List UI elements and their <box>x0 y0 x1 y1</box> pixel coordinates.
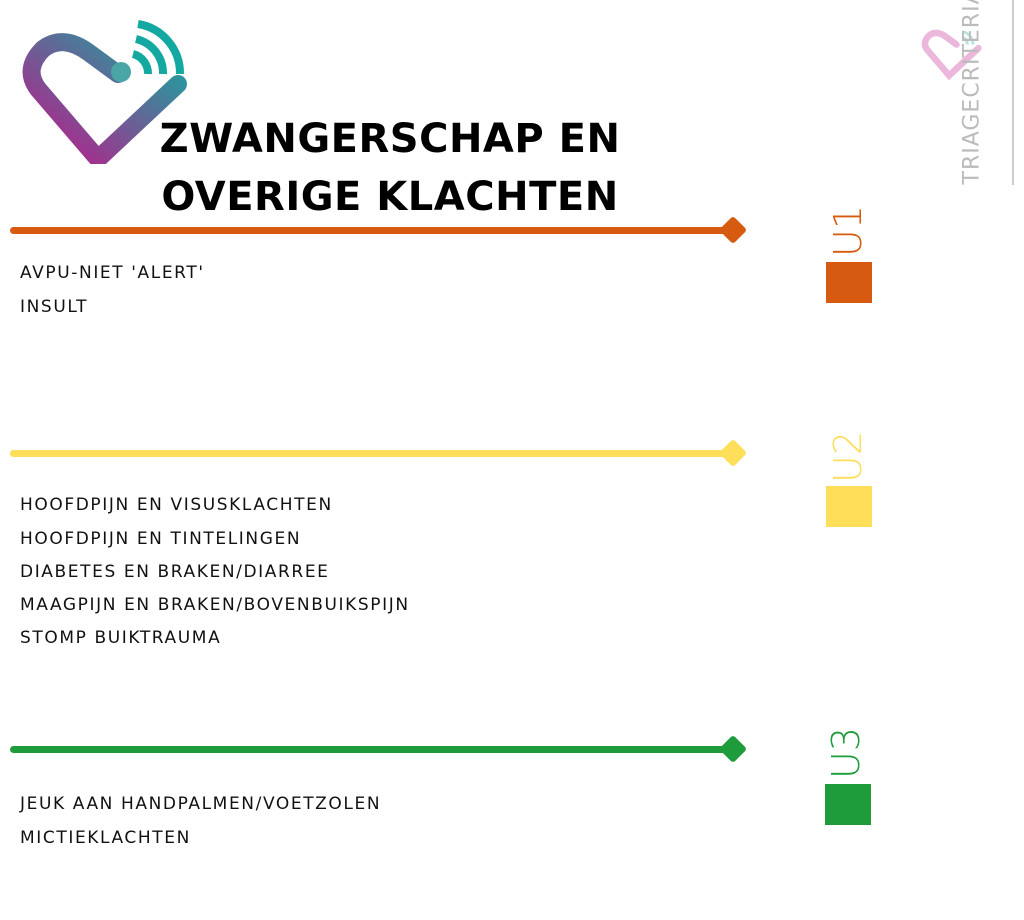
heart-wifi-logo <box>22 20 187 164</box>
u3-diamond <box>718 734 748 764</box>
u1-label: U1 <box>826 205 870 257</box>
brand-text: TRIAGECRITERIA <box>959 0 985 185</box>
u2-label: U2 <box>826 431 870 483</box>
u2-square <box>826 486 872 527</box>
list-item: DIABETES EN BRAKEN/DIARREE <box>20 562 330 582</box>
u1-diamond <box>718 215 748 245</box>
list-item: JEUK AAN HANDPALMEN/VOETZOLEN <box>20 794 382 814</box>
u2-diamond <box>718 438 748 468</box>
list-item: MAAGPIJN EN BRAKEN/BOVENBUIKSPIJN <box>20 595 410 615</box>
u1-line <box>10 227 730 234</box>
title-line-2: OVERIGE KLACHTEN <box>161 174 619 220</box>
divider <box>1012 0 1014 185</box>
list-item: STOMP BUIKTRAUMA <box>20 628 222 648</box>
u2-line <box>10 450 730 457</box>
list-item: MICTIEKLACHTEN <box>20 828 191 848</box>
list-item: INSULT <box>20 297 89 317</box>
u1-square <box>826 262 872 303</box>
title-line-1: ZWANGERSCHAP EN <box>159 116 621 162</box>
watermark-logo-icon <box>921 29 982 80</box>
list-item: HOOFDPIJN EN TINTELINGEN <box>20 529 302 549</box>
list-item: AVPU-NIET 'ALERT' <box>20 263 205 283</box>
u3-line <box>10 746 730 753</box>
u3-square <box>825 784 871 825</box>
u3-label: U3 <box>824 727 868 779</box>
list-item: HOOFDPIJN EN VISUSKLACHTEN <box>20 495 333 515</box>
page-title: ZWANGERSCHAP EN OVERIGE KLACHTEN <box>130 110 650 226</box>
